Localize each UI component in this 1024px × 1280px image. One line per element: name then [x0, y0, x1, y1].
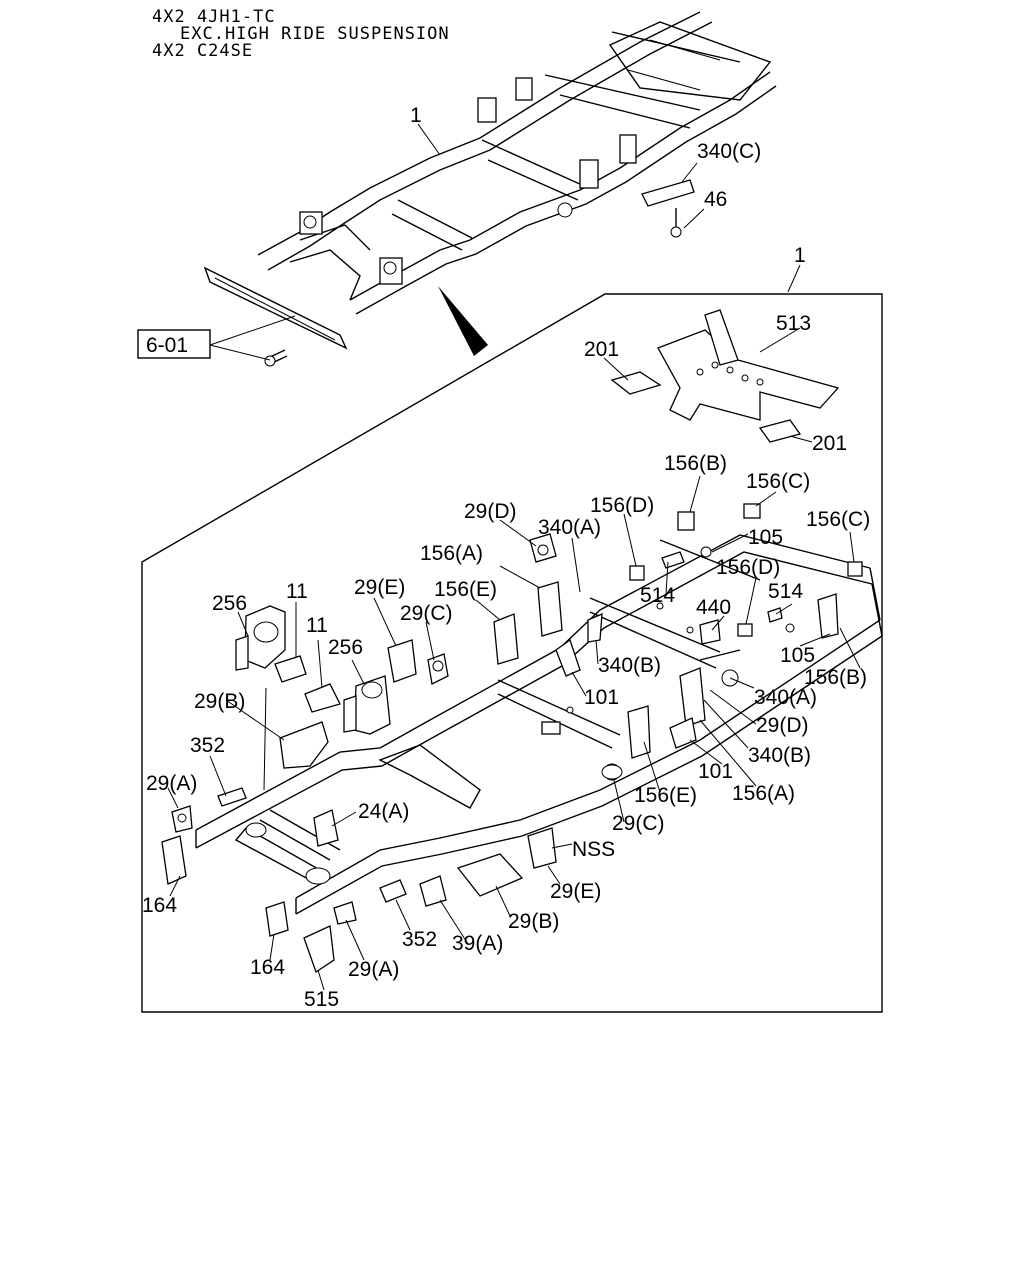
label-1-detail: 1: [794, 244, 806, 267]
detail-parts: [161, 503, 863, 974]
label-24a: 24(A): [358, 800, 409, 823]
crossmember-513: [610, 309, 840, 443]
label-156e-bottom: 156(E): [634, 784, 697, 807]
label-340b-mid: 340(B): [598, 654, 661, 677]
label-11-a: 11: [286, 580, 308, 603]
label-29e-top: 29(E): [354, 576, 405, 599]
label-340a-right: 340(A): [754, 686, 817, 709]
label-29a-left: 29(A): [146, 772, 197, 795]
label-352-left: 352: [190, 734, 225, 757]
label-156d-top: 156(D): [590, 494, 654, 517]
label-156b-right: 156(B): [804, 666, 867, 689]
ref-box[interactable]: [137, 329, 211, 359]
detail-panel-border: [141, 293, 883, 1013]
label-156b-top: 156(B): [664, 452, 727, 475]
label-514-right: 514: [768, 580, 803, 603]
label-105-right: 105: [780, 644, 815, 667]
label-352-bottom: 352: [402, 928, 437, 951]
label-29c-top: 29(C): [400, 602, 453, 625]
label-nss: NSS: [572, 838, 615, 861]
label-29e-bottom: 29(E): [550, 880, 601, 903]
label-201-a: 201: [584, 338, 619, 361]
label-101-mid: 101: [584, 686, 619, 709]
header-line-1: 4X2 4JH1-TC: [152, 7, 276, 27]
label-340c: 340(C): [697, 140, 761, 163]
detail-chassis-frame: [195, 534, 883, 915]
label-164-bottom: 164: [250, 956, 285, 979]
top-chassis-frame: [203, 11, 777, 367]
label-101-right: 101: [698, 760, 733, 783]
detail-leaders: [167, 475, 861, 991]
label-29b-left: 29(B): [194, 690, 245, 713]
label-515: 515: [304, 988, 339, 1011]
label-156a-right: 156(A): [732, 782, 795, 805]
label-105-top: 105: [748, 526, 783, 549]
label-46: 46: [704, 188, 727, 211]
label-39a: 39(A): [452, 932, 503, 955]
header-line-2: EXC.HIGH RIDE SUSPENSION: [180, 24, 450, 44]
label-440: 440: [696, 596, 731, 619]
label-513: 513: [776, 312, 811, 335]
label-156e-top: 156(E): [434, 578, 497, 601]
label-29d-right: 29(D): [756, 714, 809, 737]
label-340a-top: 340(A): [538, 516, 601, 539]
ref-box-label: 6-01: [146, 334, 188, 357]
label-156a-top: 156(A): [420, 542, 483, 565]
header-line-3: 4X2 C24SE: [152, 41, 253, 61]
label-156c-right: 156(C): [806, 508, 870, 531]
label-164-left: 164: [142, 894, 177, 917]
label-156d-mid: 156(D): [716, 556, 780, 579]
label-514-left: 514: [640, 584, 675, 607]
label-201-b: 201: [812, 432, 847, 455]
label-11-b: 11: [306, 614, 328, 637]
label-1-top: 1: [410, 104, 422, 127]
top-leaders: [209, 123, 705, 361]
label-29d-top: 29(D): [464, 500, 517, 523]
label-156c-mid: 156(C): [746, 470, 810, 493]
label-29c-bottom: 29(C): [612, 812, 665, 835]
label-256-mid: 256: [328, 636, 363, 659]
label-256-top: 256: [212, 592, 247, 615]
label-340b-right: 340(B): [748, 744, 811, 767]
label-29b-bottom: 29(B): [508, 910, 559, 933]
label-29a-bottom: 29(A): [348, 958, 399, 981]
